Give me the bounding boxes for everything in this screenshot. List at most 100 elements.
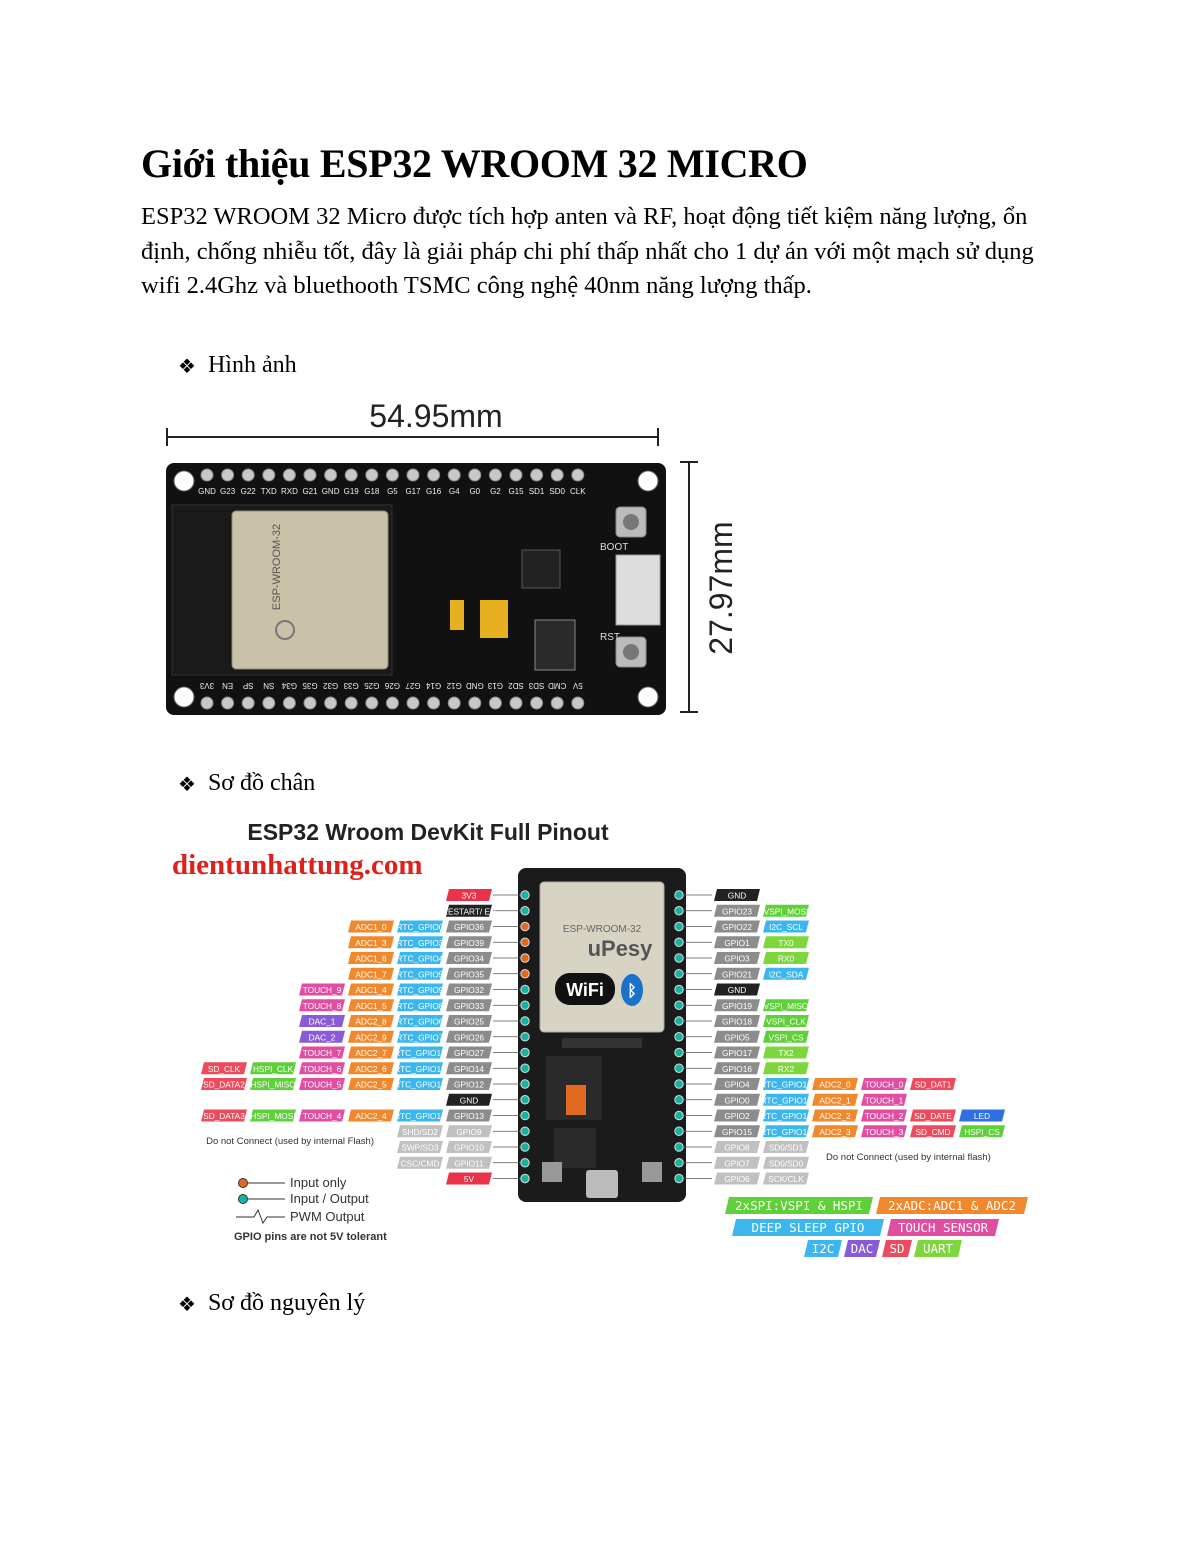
module-label: ESP-WROOM-32: [271, 524, 283, 610]
pin-label: G33: [343, 681, 359, 690]
pin-hole: [344, 468, 358, 482]
pin-function-tag: ADC2_7: [348, 1046, 394, 1059]
pin-function-tag: SWP/SD3: [397, 1141, 443, 1153]
pin-name-tag: GPIO13: [446, 1109, 492, 1122]
pin-label: GND: [466, 681, 484, 690]
pin-function-tag: I2C_SCL: [763, 920, 809, 933]
pin-hole: [427, 468, 441, 482]
pin-tag-text: GPIO27: [454, 1048, 484, 1058]
pin-tag-text: RESTART/ EN: [442, 906, 496, 916]
watermark: dientunhattung.com: [172, 849, 423, 881]
pin-dot: [674, 1079, 684, 1089]
pin-name-tag: GPIO27: [446, 1046, 492, 1059]
pin-dot: [674, 1158, 684, 1168]
pin-tag-text: GPIO22: [722, 922, 752, 932]
pin-label: G32: [322, 681, 338, 690]
pin-label: G26: [384, 681, 400, 690]
pin-tag-text: ADC2_8: [355, 1017, 387, 1027]
pin-name-tag: GND: [446, 1093, 492, 1106]
pin-tag-text: ADC2_7: [355, 1048, 387, 1058]
pin-tag-text: SD_DAT1: [915, 1080, 952, 1090]
pin-tag-text: RTC_GPIO15: [394, 1080, 446, 1090]
pin-hole: [509, 696, 523, 710]
pin-tag-text: RTC_GPIO0: [397, 922, 444, 932]
pin-function-tag: RTC_GPIO17: [394, 1046, 446, 1059]
pin-tag-text: ADC1_7: [355, 969, 387, 979]
pin-hole: [200, 696, 214, 710]
pin-name-tag: GPIO21: [714, 967, 760, 980]
pin-tag-text: TOUCH_8: [303, 1001, 342, 1011]
pin-hole: [427, 696, 441, 710]
pin-name-tag: GPIO16: [714, 1062, 760, 1075]
pin-tag-text: VSPI_CS: [768, 1032, 804, 1042]
pin-hole: [509, 468, 523, 482]
pin-function-tag: SD_CMD: [910, 1125, 956, 1138]
pin-hole: [282, 468, 296, 482]
pin-tag-text: GPIO1: [724, 938, 750, 948]
flash-note-left: Do not Connect (used by internal Flash): [206, 1136, 374, 1147]
pin-tag-text: RTC_GPIO4: [397, 954, 444, 964]
pin-label: RXD: [281, 487, 298, 496]
pin-tag-text: RTC_GPIO10: [760, 1080, 812, 1090]
pin-function-tag: RX0: [763, 952, 809, 964]
pin-tag-text: GPIO26: [454, 1032, 484, 1042]
pin-name-tag: GPIO10: [446, 1141, 492, 1153]
pin-function-tag: HSPI_MOSI: [250, 1109, 296, 1122]
pin-tag-text: RTC_GPIO11: [761, 1095, 812, 1105]
pin-function-tag: RTC_GPIO15: [394, 1078, 446, 1090]
pin-tag-text: GPIO5: [724, 1032, 750, 1042]
pin-function-tag: SD_DATA2: [201, 1078, 247, 1090]
pin-label: GND: [198, 487, 216, 496]
pin-name-tag: GND: [714, 983, 760, 996]
pin-tag-text: SD0/SD0: [769, 1158, 804, 1168]
pin-label: 3V3: [199, 681, 214, 690]
pin-function-tag: TX0: [763, 936, 809, 949]
flash-note-right: Do not Connect (used by internal flash): [826, 1152, 991, 1163]
pin-tag-text: GPIO3: [724, 954, 750, 964]
pin-name-tag: GPIO36: [446, 920, 492, 933]
pin-function-tag: VSPI_CLK: [763, 1015, 809, 1027]
pin-tag-text: GPIO34: [454, 954, 484, 964]
pin-hole: [324, 468, 338, 482]
pin-name-tag: GPIO34: [446, 952, 492, 964]
pin-function-tag: VSPI_MOSI: [763, 904, 809, 917]
pin-tag-text: SD0/SD1: [769, 1143, 804, 1153]
bullet-icon: ❖: [178, 1291, 196, 1316]
pin-tag-text: GND: [728, 891, 746, 901]
pin-tag-text: ADC1_6: [355, 954, 387, 964]
pin-function-tag: TX2: [763, 1046, 809, 1059]
pin-tag-text: ADC2_6: [355, 1064, 387, 1074]
pin-tag-text: GPIO2: [724, 1111, 750, 1121]
pin-dot: [520, 953, 530, 963]
pin-name-tag: GPIO19: [714, 999, 760, 1012]
boot-label: BOOT: [600, 542, 628, 553]
pin-label: CMD: [548, 681, 566, 690]
pin-name-tag: RESTART/ EN: [442, 904, 496, 917]
pin-name-tag: GPIO22: [714, 920, 760, 933]
pin-hole: [447, 696, 461, 710]
feature-tag-text: 2xADC:ADC1 & ADC2: [888, 1198, 1016, 1213]
pin-dot: [674, 906, 684, 916]
pin-tag-text: VSPI_MISO: [764, 1001, 809, 1011]
pin-hole: [385, 468, 399, 482]
pin-function-tag: TOUCH_0: [861, 1078, 907, 1090]
pin-name-tag: GPIO6: [714, 1172, 760, 1185]
pin-function-tag: RTC_GPIO3: [397, 936, 444, 949]
pin-label: GND: [322, 487, 340, 496]
pin-function-tag: ADC2_2: [812, 1109, 858, 1122]
pin-tag-text: HSPI_MOSI: [250, 1111, 295, 1121]
feature-tag: DEEP SLEEP GPIO: [732, 1219, 884, 1236]
legend-warning: GPIO pins are not 5V tolerant: [234, 1231, 387, 1243]
page-title: Giới thiệu ESP32 WROOM 32 MICRO: [141, 141, 808, 186]
width-dimension-label: 54.95mm: [369, 398, 502, 434]
pin-name-tag: GPIO7: [714, 1156, 760, 1169]
pin-name-tag: GPIO25: [446, 1015, 492, 1027]
pin-tag-text: RTC_GPIO13: [760, 1127, 812, 1137]
pin-function-tag: LED: [959, 1109, 1005, 1122]
pin-dot: [674, 953, 684, 963]
feature-tag: TOUCH SENSOR: [887, 1219, 999, 1236]
feature-tag: SD: [882, 1240, 912, 1257]
pin-hole: [447, 468, 461, 482]
